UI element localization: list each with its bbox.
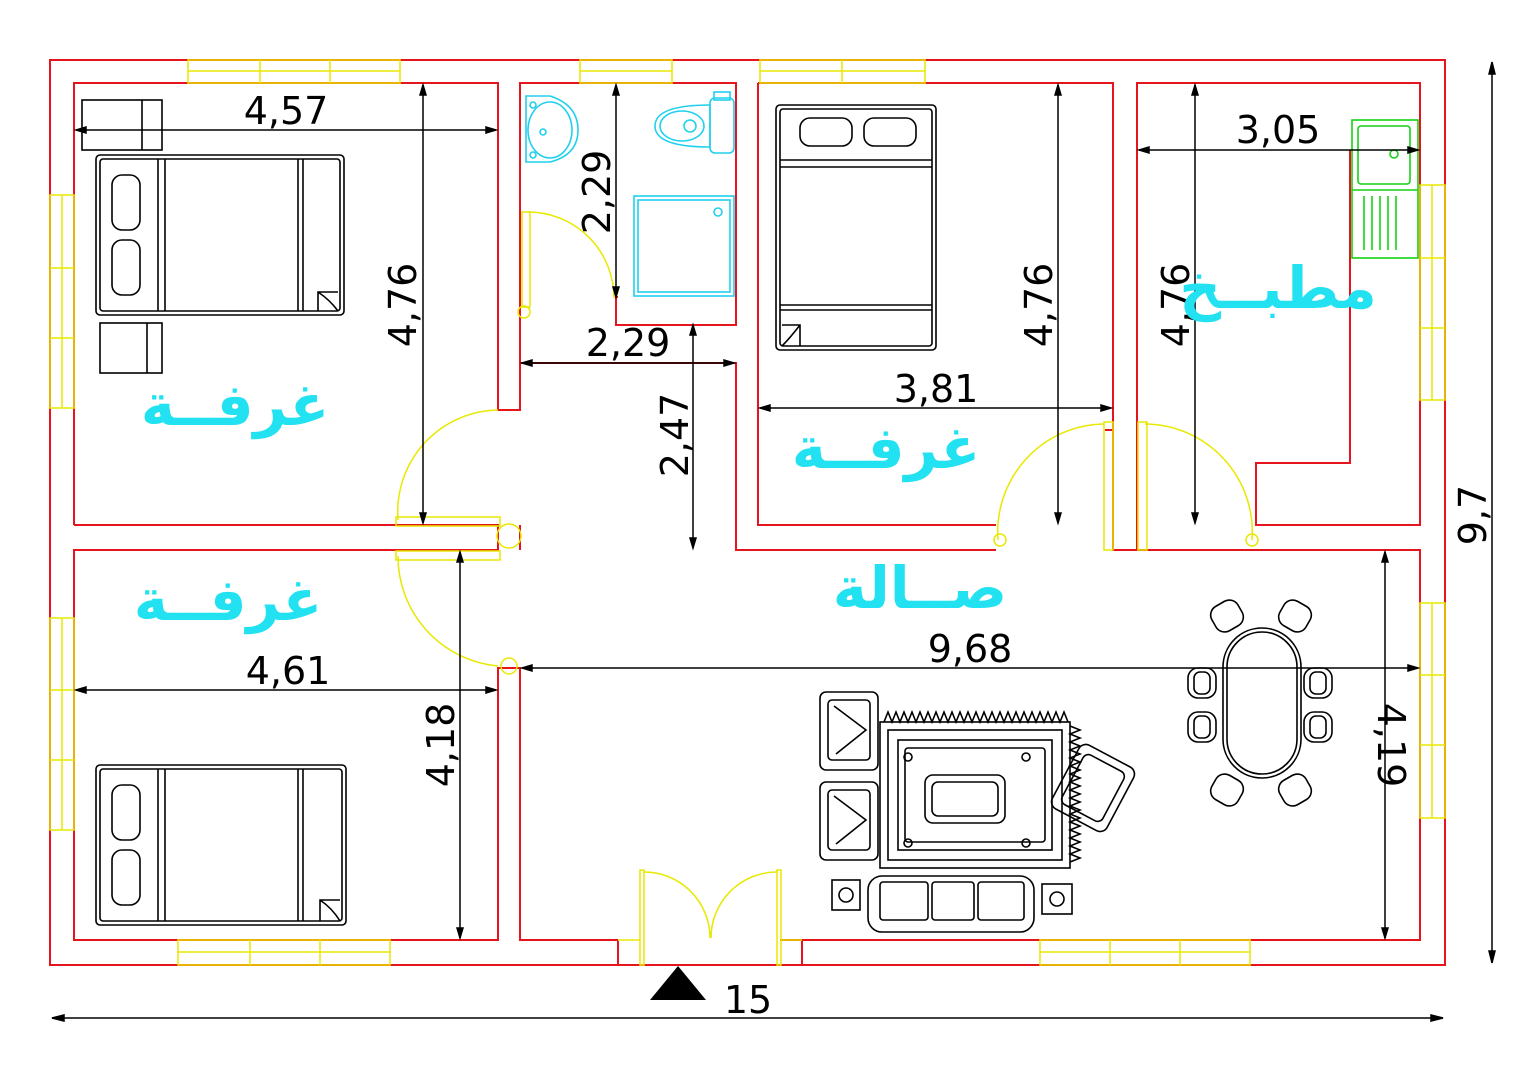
armchair-icon bbox=[819, 781, 879, 861]
dining-table-icon bbox=[1222, 627, 1302, 779]
sofa-icon bbox=[831, 875, 1073, 933]
windows bbox=[49, 59, 1446, 966]
door-bedroom-middle bbox=[993, 421, 1114, 551]
dim-bathroom-depth: 2,29 bbox=[575, 150, 619, 235]
room-label-bedroom-bottom-left: غرفــة bbox=[134, 566, 323, 635]
dim-corridor-depth: 2,47 bbox=[653, 393, 697, 478]
dimension-lines bbox=[51, 61, 1496, 1022]
room-label-bedroom-top-left: غرفــة bbox=[141, 371, 330, 440]
armchair-icon bbox=[1050, 743, 1136, 833]
rug-icon bbox=[879, 709, 1083, 869]
window-top-left bbox=[187, 59, 401, 84]
wall-hall-bottom bbox=[780, 939, 803, 965]
toilet-icon bbox=[654, 91, 735, 154]
chair-icon bbox=[1187, 599, 1333, 807]
window-top-middle bbox=[759, 59, 926, 84]
outer-wall-outer bbox=[49, 59, 1446, 966]
dim-bedroom-top-left-width: 4,57 bbox=[244, 89, 329, 133]
door-bedroom-bottom-left bbox=[395, 550, 518, 675]
window-left-top bbox=[49, 194, 75, 409]
doors bbox=[395, 211, 1259, 966]
dim-bedroom-bottom-left-width: 4,61 bbox=[246, 649, 331, 693]
washbasin-icon bbox=[525, 95, 579, 163]
kitchen-sink-icon bbox=[1351, 119, 1419, 259]
dim-bedroom-middle-depth: 4,76 bbox=[1017, 263, 1061, 348]
window-right-top bbox=[1419, 184, 1446, 401]
wall-middle-top bbox=[758, 82, 1421, 551]
room-label-living-hall: صــالة bbox=[833, 554, 1007, 622]
dim-bedroom-middle-width: 3,81 bbox=[894, 367, 979, 411]
dim-overall-depth: 9,7 bbox=[1451, 485, 1495, 545]
window-right-bottom bbox=[1419, 602, 1446, 819]
door-kitchen bbox=[1137, 421, 1259, 551]
shower-tray-icon bbox=[633, 195, 735, 297]
entrance-arrow-icon bbox=[650, 966, 706, 1000]
dim-bedroom-top-left-depth: 4,76 bbox=[381, 263, 425, 348]
dim-hall-width: 9,68 bbox=[928, 627, 1013, 671]
dim-bathroom-width: 2,29 bbox=[586, 321, 671, 365]
dim-hall-depth: 4,19 bbox=[1369, 703, 1413, 788]
dimension-labels: 4,57 4,76 2,29 2,29 2,47 4,76 3,81 4,76 … bbox=[244, 89, 1495, 1022]
bed-icon bbox=[775, 104, 937, 351]
furniture bbox=[81, 91, 1419, 933]
armchair-icon bbox=[819, 691, 879, 771]
room-label-kitchen: مطبــخ bbox=[1179, 254, 1377, 323]
window-left-bottom bbox=[49, 617, 75, 831]
door-entrance bbox=[618, 869, 802, 966]
room-label-bedroom-middle: غرفــة bbox=[792, 414, 981, 483]
dim-arrowheads bbox=[51, 61, 1496, 1022]
bed-icon bbox=[95, 764, 347, 926]
door-bedroom-top-left bbox=[395, 409, 522, 549]
wall-bedroom-middle bbox=[757, 83, 996, 526]
window-bottom-right bbox=[1039, 939, 1251, 966]
door-bathroom bbox=[517, 211, 615, 319]
room-labels: غرفــة غرفــة مطبــخ غرفــة صــالة bbox=[134, 254, 1377, 635]
dim-kitchen-width: 3,05 bbox=[1236, 108, 1321, 152]
bed-icon bbox=[81, 99, 345, 374]
dim-bedroom-bottom-left-depth: 4,18 bbox=[419, 703, 463, 788]
dim-overall-width: 15 bbox=[724, 978, 772, 1022]
dim-kitchen-depth: 4,76 bbox=[1154, 263, 1198, 348]
window-bottom-left bbox=[177, 939, 391, 966]
window-top-bath bbox=[579, 59, 673, 84]
walls bbox=[49, 59, 1446, 966]
